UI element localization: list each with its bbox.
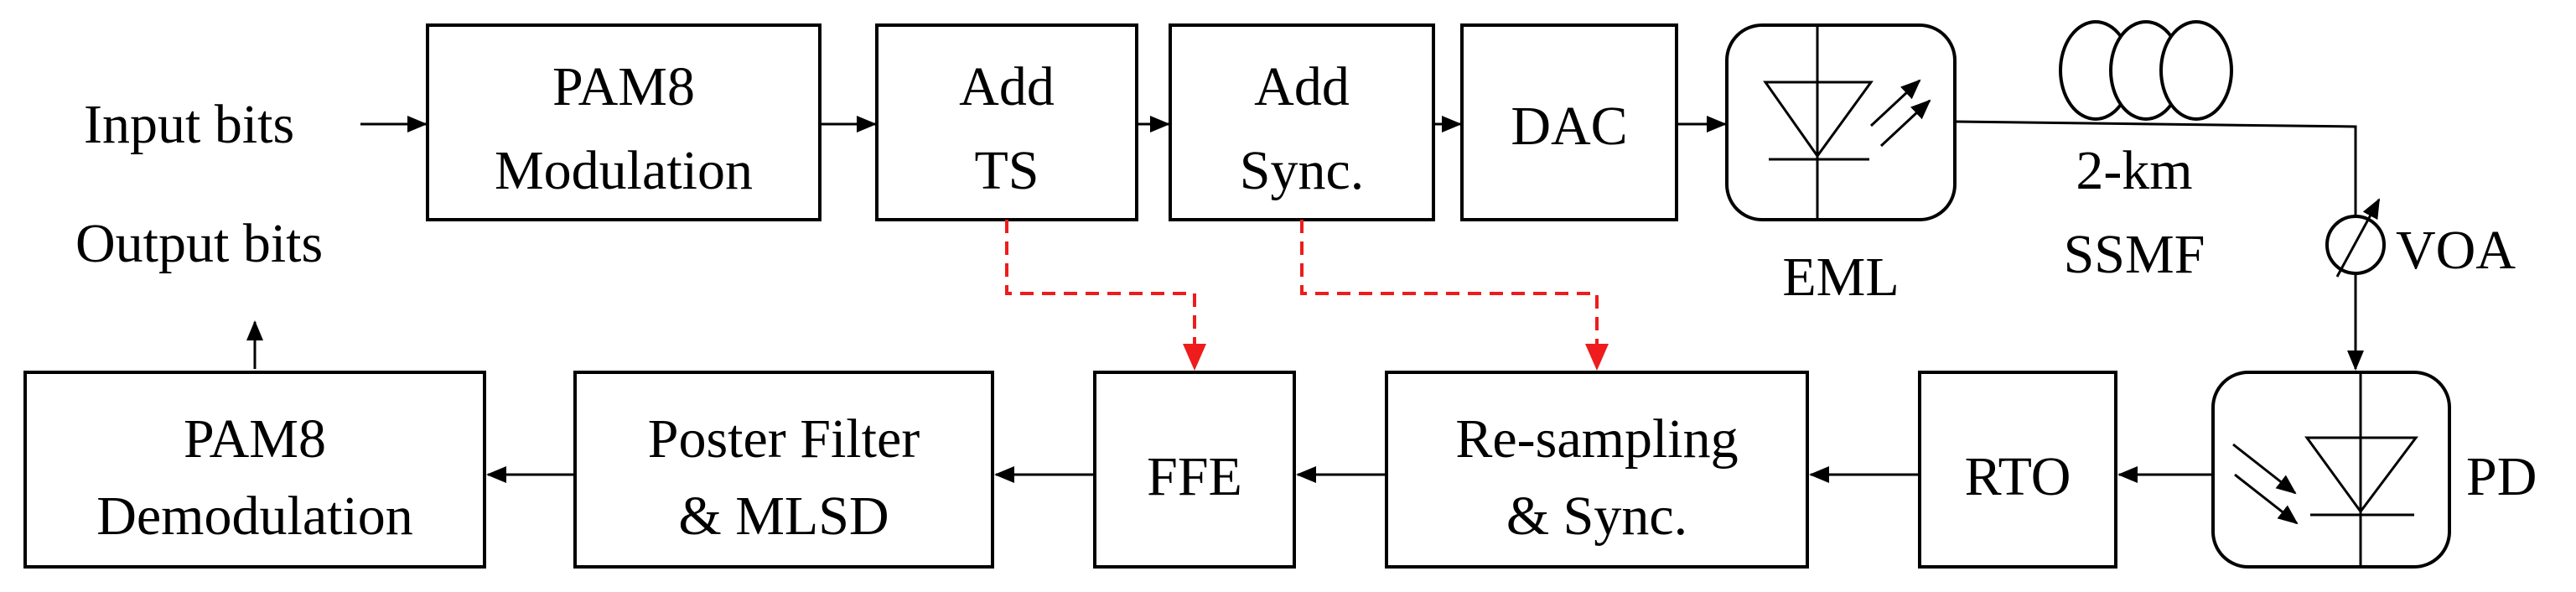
- voa-label: VOA: [2396, 220, 2516, 281]
- sync-to-resampling-arrowhead: [1585, 344, 1609, 371]
- rto-label: RTO: [1965, 446, 2071, 507]
- pam8-modulation-block: PAM8 Modulation: [426, 23, 822, 221]
- ts-to-ffe-arrowhead: [1183, 344, 1206, 371]
- poster-filter-line1: Poster Filter: [648, 408, 920, 470]
- fiber-type-label: SSMF: [2064, 224, 2205, 285]
- ffe-block: FFE: [1093, 371, 1296, 569]
- fiber-link: [1954, 120, 2357, 216]
- pam8-demodulation-block: PAM8 Demodulation: [23, 371, 486, 569]
- photodiode-icon: [2211, 371, 2451, 569]
- voa-attenuator-icon: [2325, 198, 2386, 278]
- eml-label: EML: [1782, 247, 1899, 308]
- add-ts-line1: Add: [959, 56, 1055, 117]
- rto-block: RTO: [1918, 371, 2117, 569]
- add-sync-block: Add Sync.: [1169, 23, 1435, 221]
- input-bits-label: Input bits: [84, 94, 294, 155]
- dac-block: DAC: [1460, 23, 1678, 221]
- pam8-demod-line1: PAM8: [184, 408, 326, 470]
- fiber-length-label: 2-km: [2076, 140, 2192, 201]
- pd-label: PD: [2466, 446, 2537, 507]
- resampling-line1: Re-sampling: [1455, 408, 1738, 470]
- ts-to-ffe-reference-link: [1005, 220, 1196, 366]
- fiber-spool-icon: [2059, 20, 2233, 121]
- resampling-line2: & Sync.: [1506, 486, 1687, 547]
- dac-label: DAC: [1511, 96, 1627, 157]
- pam8-modulation-line2: Modulation: [495, 140, 753, 201]
- add-ts-block: Add TS: [875, 23, 1138, 221]
- poster-filter-block: Poster Filter & MLSD: [573, 371, 994, 569]
- add-sync-line1: Add: [1254, 56, 1350, 117]
- eml-laser-icon: [1725, 23, 1957, 221]
- ffe-label: FFE: [1147, 446, 1242, 507]
- poster-filter-line2: & MLSD: [678, 486, 889, 547]
- resampling-block: Re-sampling & Sync.: [1385, 371, 1809, 569]
- add-sync-line2: Sync.: [1240, 140, 1365, 201]
- add-ts-line2: TS: [974, 140, 1039, 201]
- pam8-modulation-line1: PAM8: [552, 56, 695, 117]
- pam8-demod-line2: Demodulation: [96, 486, 413, 547]
- sync-to-resampling-reference-link: [1300, 220, 1599, 366]
- output-bits-label: Output bits: [75, 213, 323, 274]
